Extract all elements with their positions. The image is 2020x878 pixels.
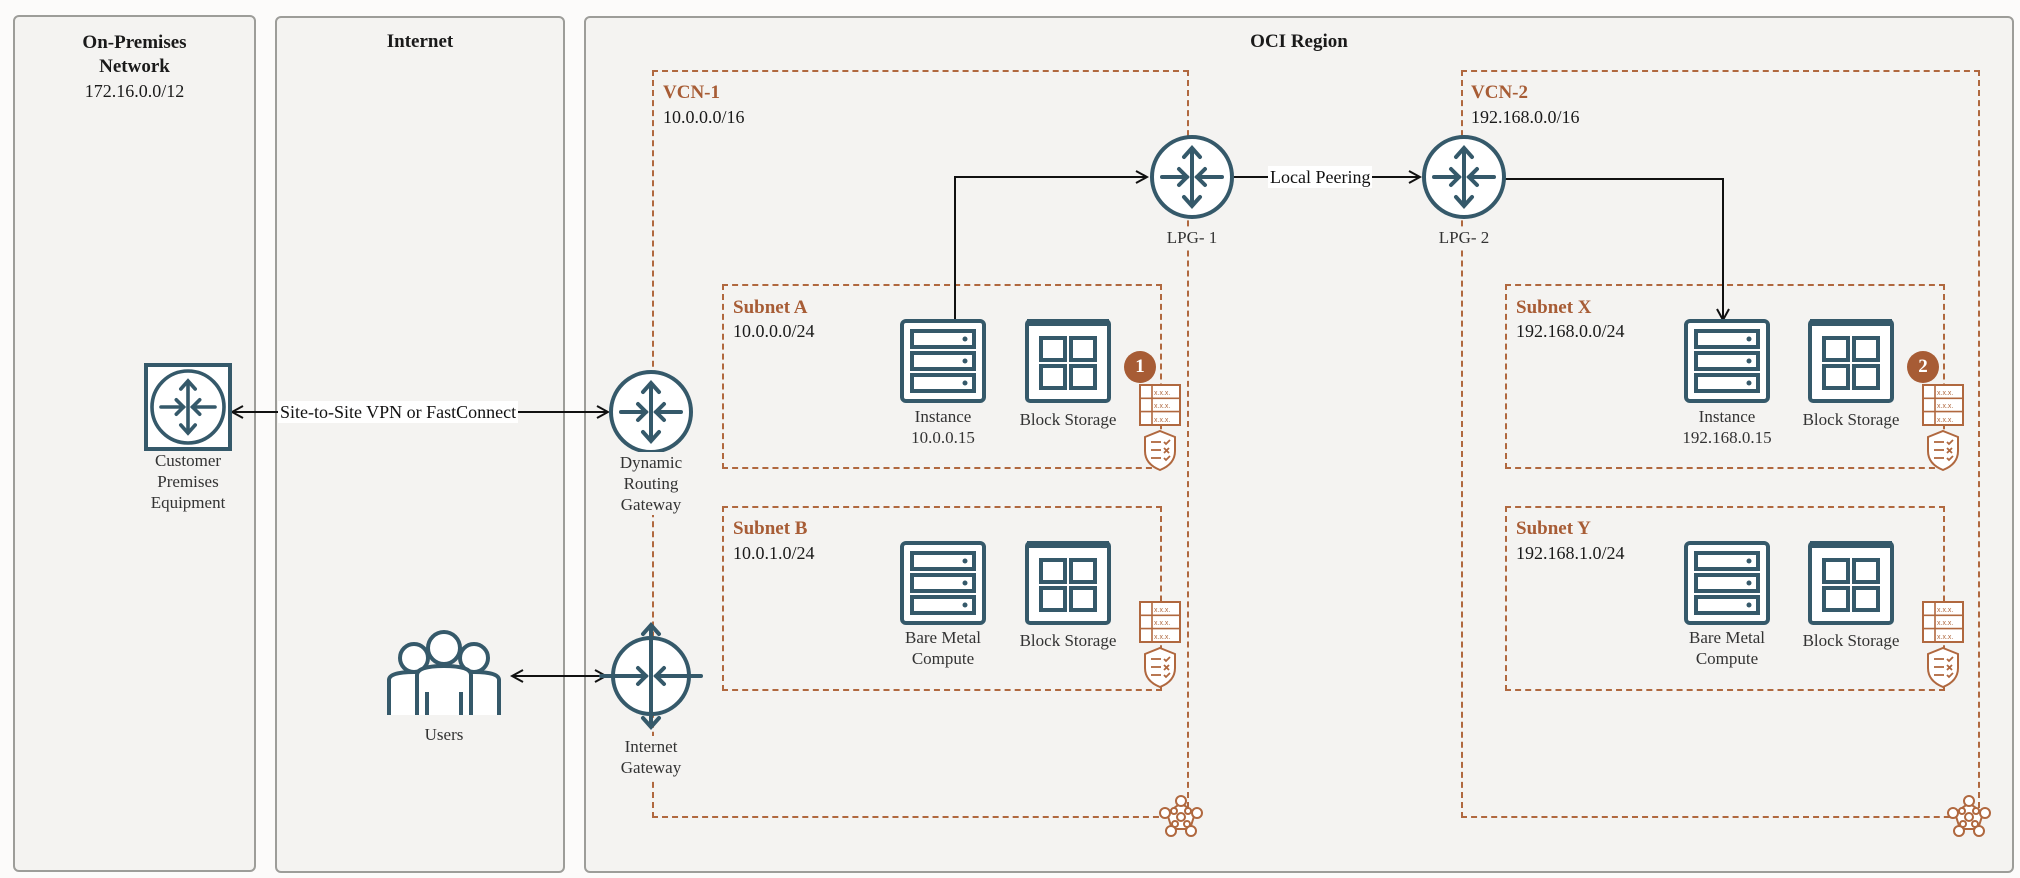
subnet-x-cidr: 192.168.0.0/24 bbox=[1516, 321, 1625, 341]
vpn-edge-label: Site-to-Site VPN or FastConnect bbox=[278, 401, 519, 423]
lpg2-to-instance-line bbox=[1503, 178, 1723, 320]
cpe-label-line2: Premises bbox=[157, 472, 219, 491]
igw-label: Internet Gateway bbox=[591, 736, 711, 778]
instance-a-server-icon bbox=[900, 319, 986, 403]
on-premises-title-line1: On-Premises bbox=[82, 32, 187, 53]
bare-metal-y-line1: Bare Metal bbox=[1689, 628, 1765, 647]
cpe-label-line3: Equipment bbox=[150, 493, 226, 512]
cpe-label-line1: Customer bbox=[154, 451, 222, 470]
bare-metal-y-line2: Compute bbox=[1695, 649, 1759, 668]
igw-label-line2: Gateway bbox=[620, 758, 682, 777]
subnet-y-cidr: 192.168.1.0/24 bbox=[1516, 543, 1625, 563]
block-storage-y-label: Block Storage bbox=[1802, 631, 1900, 650]
vcn-2-cidr: 192.168.0.0/16 bbox=[1471, 107, 1580, 127]
vcn-2-container bbox=[1461, 70, 1980, 818]
block-storage-b-label: Block Storage bbox=[1019, 631, 1117, 650]
subnet-a-title: Subnet A bbox=[733, 297, 808, 318]
instance-x-server-icon bbox=[1684, 319, 1770, 403]
vcn-1-cidr: 10.0.0.0/16 bbox=[663, 107, 745, 127]
subnet-x-container bbox=[1505, 284, 1945, 469]
lpg2-router-icon bbox=[1422, 135, 1506, 219]
drg-label-line1: Dynamic bbox=[619, 453, 683, 472]
subnet-y-title: Subnet Y bbox=[1516, 518, 1591, 539]
drg-label: Dynamic Routing Gateway bbox=[591, 452, 711, 515]
instance-a-name: Instance bbox=[914, 407, 972, 426]
instance-x-name: Instance bbox=[1698, 407, 1756, 426]
cpe-label: Customer Premises Equipment bbox=[128, 450, 248, 513]
bare-metal-y-label: Bare Metal Compute bbox=[1652, 627, 1802, 669]
on-premises-title-line2: Network bbox=[99, 56, 170, 77]
igw-label-line1: Internet bbox=[624, 737, 678, 756]
oci-region-panel: OCI Region bbox=[584, 16, 2014, 873]
local-peering-edge-label: Local Peering bbox=[1268, 166, 1373, 188]
cpe-router-icon bbox=[144, 363, 232, 451]
vcn-1-title: VCN-1 bbox=[663, 82, 720, 103]
internet-title: Internet bbox=[386, 31, 454, 52]
subnet-a-container bbox=[722, 284, 1162, 469]
block-storage-x-label: Block Storage bbox=[1802, 410, 1900, 429]
subnet-x-title: Subnet X bbox=[1516, 297, 1592, 318]
block-storage-b-icon bbox=[1025, 539, 1111, 625]
drg-label-line2: Routing bbox=[623, 474, 679, 493]
vcn-2-icon bbox=[1947, 795, 1991, 837]
bare-metal-b-server-icon bbox=[900, 541, 986, 625]
instance-x-label: Instance 192.168.0.15 bbox=[1652, 406, 1802, 448]
security-list-y-icon bbox=[1922, 601, 1964, 688]
bare-metal-b-line1: Bare Metal bbox=[905, 628, 981, 647]
drg-label-line3: Gateway bbox=[620, 495, 682, 514]
block-storage-y-icon bbox=[1808, 539, 1894, 625]
users-label: Users bbox=[424, 725, 464, 744]
instance-to-lpg1-line bbox=[954, 177, 1147, 320]
on-premises-title: On-Premises Network bbox=[15, 31, 254, 79]
callout-badge-1: 1 bbox=[1124, 351, 1156, 383]
vcn-2-title: VCN-2 bbox=[1471, 82, 1528, 103]
internet-gateway-icon bbox=[599, 621, 703, 731]
subnet-b-cidr: 10.0.1.0/24 bbox=[733, 543, 815, 563]
vcn-1-icon bbox=[1159, 795, 1203, 837]
instance-a-label: Instance 10.0.0.15 bbox=[878, 406, 1008, 448]
security-list-x-icon bbox=[1922, 384, 1964, 471]
subnet-y-container bbox=[1505, 506, 1945, 691]
block-storage-x-icon bbox=[1808, 317, 1894, 403]
callout-badge-2: 2 bbox=[1907, 351, 1939, 383]
users-icon bbox=[387, 630, 501, 715]
subnet-b-container bbox=[722, 506, 1162, 691]
security-list-a-icon bbox=[1139, 384, 1181, 471]
lpg1-router-icon bbox=[1150, 135, 1234, 219]
security-list-b-icon bbox=[1139, 601, 1181, 688]
instance-x-ip: 192.168.0.15 bbox=[1682, 428, 1772, 447]
on-premises-cidr: 172.16.0.0/12 bbox=[84, 81, 185, 101]
subnet-a-cidr: 10.0.0.0/24 bbox=[733, 321, 815, 341]
block-storage-a-label: Block Storage bbox=[1019, 410, 1117, 429]
internet-panel: Internet bbox=[275, 16, 565, 873]
instance-a-ip: 10.0.0.15 bbox=[911, 428, 975, 447]
bare-metal-b-line2: Compute bbox=[911, 649, 975, 668]
lpg2-label: LPG- 2 bbox=[1404, 227, 1524, 248]
drg-router-icon bbox=[609, 370, 693, 454]
oci-region-title: OCI Region bbox=[1250, 31, 1348, 52]
bare-metal-y-server-icon bbox=[1684, 541, 1770, 625]
subnet-b-title: Subnet B bbox=[733, 518, 808, 539]
block-storage-a-icon bbox=[1025, 317, 1111, 403]
lpg1-label: LPG- 1 bbox=[1132, 227, 1252, 248]
bare-metal-b-label: Bare Metal Compute bbox=[878, 627, 1008, 669]
